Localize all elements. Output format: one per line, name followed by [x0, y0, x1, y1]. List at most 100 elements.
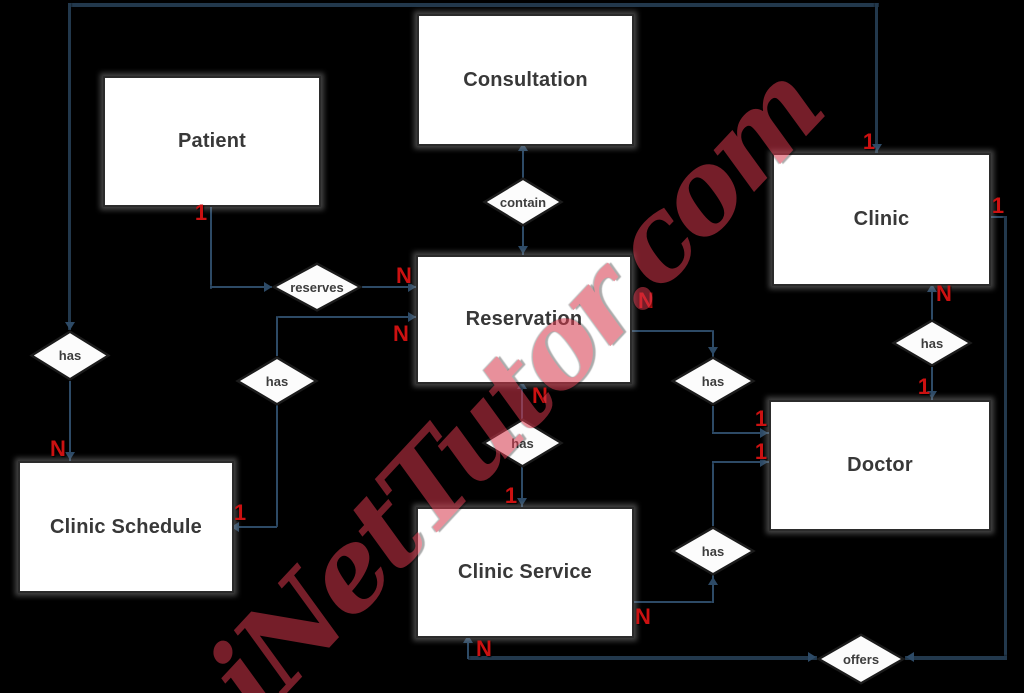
entity-doctor-label: Doctor	[847, 454, 913, 476]
connector-line	[276, 405, 278, 527]
relationship-offers-label: offers	[842, 651, 880, 667]
diamond-shape	[236, 356, 318, 406]
connector-line	[712, 331, 714, 357]
cardinality-schedule-top: N	[50, 436, 66, 461]
arrowhead	[463, 635, 473, 643]
relationship-has-reservation-service: has	[482, 418, 563, 468]
relationship-contain-label: contain	[499, 194, 547, 210]
connector-line	[68, 3, 879, 7]
arrowhead	[231, 522, 239, 532]
entity-patient-label: Patient	[177, 130, 247, 152]
cardinality-reserves-reservation: N	[396, 263, 412, 288]
cardinality-reservation-has-doctor: N	[638, 288, 654, 313]
connector-line	[521, 467, 523, 507]
arrowhead	[872, 144, 882, 152]
cardinality-schedule-has-reservation: N	[393, 321, 409, 346]
connector-line	[68, 3, 71, 330]
connector-line	[905, 656, 1007, 660]
arrowhead	[760, 457, 768, 467]
connector-line	[1004, 216, 1007, 658]
entity-reservation: Reservation	[416, 255, 632, 384]
arrowhead	[927, 284, 937, 292]
relationship-has-label: has	[58, 348, 82, 363]
entity-clinic: Clinic	[772, 153, 991, 286]
relationship-has-doctor-service: has	[671, 526, 755, 576]
cardinality-clinic-top: 1	[862, 129, 876, 154]
arrowhead	[808, 652, 816, 662]
arrowhead	[65, 322, 75, 330]
cardinality-doctor-left-upper: 1	[754, 406, 768, 431]
connector-line	[628, 330, 714, 332]
relationship-has-clinic-schedule: has	[30, 330, 110, 381]
connector-line	[467, 634, 469, 659]
entity-consultation-label: Consultation	[463, 68, 588, 91]
relationship-has-clinic-doctor: has	[892, 319, 972, 367]
relationship-has-label: has	[265, 373, 289, 389]
arrowhead	[708, 347, 718, 355]
entity-clinic-schedule: Clinic Schedule	[18, 461, 234, 593]
arrowhead	[517, 381, 527, 389]
relationship-has-reservation-doctor: has	[671, 356, 755, 406]
diamond-shape	[483, 177, 563, 227]
diamond-shape	[272, 262, 362, 312]
connector-line	[210, 203, 212, 289]
relationship-has-label: has	[701, 373, 725, 389]
arrowhead	[518, 246, 528, 254]
entity-clinic-schedule-label: Clinic Schedule	[50, 515, 202, 538]
relationship-has-label: has	[701, 543, 725, 559]
entity-consultation: Consultation	[417, 14, 634, 146]
relationship-reserves: reserves	[272, 262, 362, 312]
arrowhead	[408, 312, 416, 322]
connector-line	[210, 286, 272, 288]
diamond-shape	[817, 633, 905, 685]
arrowhead	[927, 391, 937, 399]
connector-line	[712, 462, 714, 526]
connector-line	[468, 656, 817, 660]
cardinality-patient-reserves: 1	[194, 200, 208, 225]
connector-line	[712, 461, 769, 463]
connector-line	[522, 142, 524, 178]
cardinality-clinic-right: 1	[991, 193, 1005, 218]
connector-line	[931, 283, 933, 320]
diamond-shape	[671, 356, 755, 406]
cardinality-reservation-has-service: N	[532, 383, 548, 408]
relationship-has-label: has	[920, 335, 944, 351]
connector-line	[712, 406, 714, 433]
entity-clinic-service: Clinic Service	[416, 507, 634, 638]
arrowhead	[65, 452, 75, 460]
connector-line	[362, 286, 417, 288]
cardinality-service-right: N	[635, 604, 651, 629]
arrowhead	[906, 652, 914, 662]
cardinality-doctor-top: 1	[917, 374, 931, 399]
connector-line	[875, 3, 878, 153]
connector-line	[931, 367, 933, 400]
arrowhead	[518, 143, 528, 151]
relationship-has-label: has	[511, 435, 534, 451]
relationship-reserves-label: reserves	[290, 279, 344, 295]
cardinality-doctor-left-lower: 1	[754, 439, 768, 464]
connector-line	[522, 226, 524, 255]
arrowhead	[760, 428, 768, 438]
connector-line	[276, 317, 278, 356]
connector-line	[276, 316, 417, 318]
connector-line	[630, 601, 714, 603]
diamond-shape	[671, 526, 755, 576]
cardinality-service-has-reservation: 1	[504, 483, 518, 508]
relationship-offers: offers	[817, 633, 905, 685]
relationship-contain: contain	[483, 177, 563, 227]
cardinality-schedule-right: 1	[233, 500, 247, 525]
entity-clinic-label: Clinic	[853, 208, 910, 230]
entity-reservation-label: Reservation	[465, 308, 583, 330]
diamond-shape	[892, 319, 972, 367]
connector-line	[230, 526, 277, 528]
arrowhead	[264, 282, 272, 292]
connector-line	[712, 432, 769, 434]
connector-line	[521, 380, 523, 419]
connector-line	[987, 216, 1007, 218]
arrowhead	[517, 498, 527, 506]
entity-clinic-service-label: Clinic Service	[458, 561, 592, 583]
cardinality-clinic-bottom: N	[936, 281, 952, 306]
arrowhead	[708, 577, 718, 585]
connector-line	[712, 575, 714, 603]
